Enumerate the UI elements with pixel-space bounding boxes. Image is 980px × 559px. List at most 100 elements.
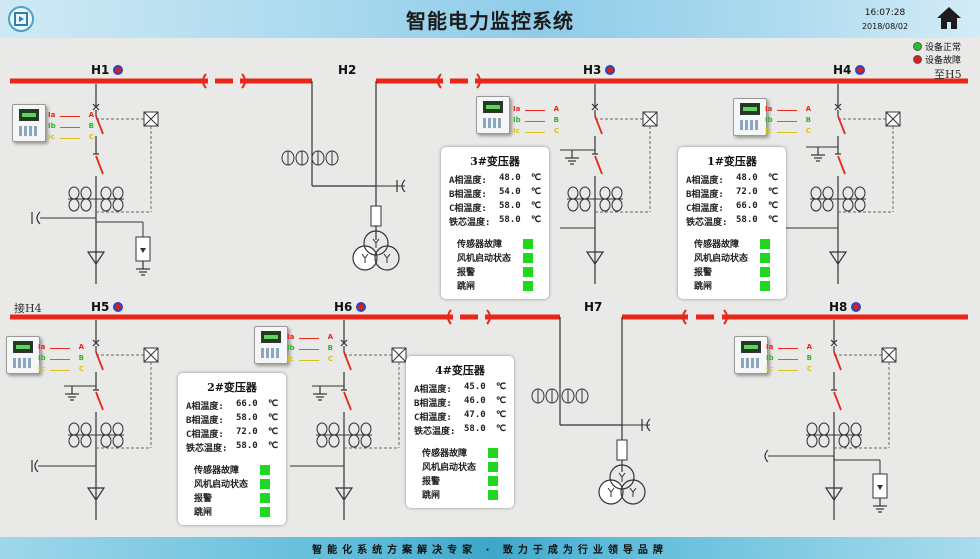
bus-h8-label: H8	[829, 300, 848, 314]
temp-row-b: B相温度:46.0℃	[414, 396, 507, 409]
clock-time: 16:07:28	[864, 8, 906, 18]
status-indicator-icon	[760, 281, 770, 291]
status-dot-fault-icon	[913, 55, 922, 64]
temp-row-core: 铁芯温度:58.0℃	[686, 215, 779, 228]
status-fan: 风机启动状态	[441, 251, 549, 265]
bus-h5[interactable]: H5	[91, 300, 124, 314]
power-meter-h6[interactable]	[254, 326, 288, 364]
temp-row-core: 铁芯温度:58.0℃	[414, 424, 507, 437]
bus-h8[interactable]: H8	[829, 300, 862, 314]
logo-icon	[8, 6, 34, 32]
status-indicator-icon	[523, 267, 533, 277]
status-sensor-fault: 传感器故障	[678, 237, 786, 251]
status-trip: 跳闸	[678, 279, 786, 293]
power-meter-h1[interactable]	[12, 104, 46, 142]
temp-row-c: C相温度:47.0℃	[414, 410, 507, 423]
bus-h5-status-icon	[113, 302, 124, 312]
transformer-panel-1[interactable]: 1#变压器 A相温度:48.0℃ B相温度:72.0℃ C相温度:66.0℃ 铁…	[678, 147, 786, 299]
power-meter-h3[interactable]	[476, 96, 510, 134]
status-alarm: 报警	[406, 474, 514, 488]
panel-title: 1#变压器	[707, 155, 757, 168]
status-alarm: 报警	[441, 265, 549, 279]
bus-h6-status-icon	[356, 302, 367, 312]
bus-h8-status-icon	[851, 302, 862, 312]
status-alarm: 报警	[678, 265, 786, 279]
temp-row-c: C相温度:72.0℃	[186, 427, 279, 440]
status-dot-normal-icon	[913, 42, 922, 51]
bus-h1-status-icon	[113, 65, 124, 75]
header-bar: 智能电力监控系统 16:07:28 2018/08/02	[0, 0, 980, 38]
status-trip: 跳闸	[406, 488, 514, 502]
status-indicator-icon	[260, 493, 270, 503]
label-from-h4: 接H4	[14, 302, 42, 315]
status-indicator-icon	[260, 507, 270, 517]
temp-row-core: 铁芯温度:58.0℃	[186, 441, 279, 454]
status-trip: 跳闸	[441, 279, 549, 293]
status-alarm: 报警	[178, 491, 286, 505]
page-title: 智能电力监控系统	[406, 9, 574, 33]
bus-h7-label: H7	[584, 300, 603, 314]
bus-h2-label: H2	[338, 63, 357, 77]
home-icon[interactable]	[934, 4, 964, 32]
transformer-panel-3[interactable]: 3#变压器 A相温度:48.0℃ B相温度:54.0℃ C相温度:58.0℃ 铁…	[441, 147, 549, 299]
bus-upper	[10, 73, 968, 89]
status-indicator-icon	[260, 479, 270, 489]
power-meter-h5[interactable]	[6, 336, 40, 374]
bus-h5-label: H5	[91, 300, 110, 314]
legend-normal-label: 设备正常	[925, 43, 962, 53]
status-indicator-icon	[523, 239, 533, 249]
status-indicator-icon	[760, 267, 770, 277]
temp-row-core: 铁芯温度:58.0℃	[449, 215, 542, 228]
single-line-diagram	[10, 73, 968, 521]
status-indicator-icon	[523, 253, 533, 263]
bus-h4[interactable]: H4	[833, 63, 866, 77]
temp-row-a: A相温度:48.0℃	[449, 173, 542, 186]
legend-fault-label: 设备故障	[925, 56, 962, 66]
temp-row-b: B相温度:72.0℃	[686, 187, 779, 200]
status-indicator-icon	[260, 465, 270, 475]
status-fan: 风机启动状态	[678, 251, 786, 265]
bus-h1[interactable]: H1	[91, 63, 124, 77]
clock-date: 2018/08/02	[861, 22, 909, 31]
bus-h7[interactable]: H7	[584, 300, 602, 314]
temp-row-c: C相温度:58.0℃	[449, 201, 542, 214]
status-indicator-icon	[488, 448, 498, 458]
status-sensor-fault: 传感器故障	[406, 446, 514, 460]
transformer-panel-2[interactable]: 2#变压器 A相温度:66.0℃ B相温度:58.0℃ C相温度:72.0℃ 铁…	[178, 373, 286, 525]
temp-row-b: B相温度:54.0℃	[449, 187, 542, 200]
bus-lower	[10, 309, 968, 325]
temp-row-a: A相温度:66.0℃	[186, 399, 279, 412]
footer-bar: 智能化系统方案解决专家 · 致力于成为行业领导品牌	[0, 537, 980, 559]
transformer-panel-4[interactable]: 4#变压器 A相温度:45.0℃ B相温度:46.0℃ C相温度:47.0℃ 铁…	[406, 356, 514, 508]
bus-h3[interactable]: H3	[583, 63, 616, 77]
status-sensor-fault: 传感器故障	[441, 237, 549, 251]
label-to-h5: 至H5	[934, 68, 962, 81]
footer-slogan: 智能化系统方案解决专家 · 致力于成为行业领导品牌	[312, 545, 668, 556]
power-meter-h4[interactable]	[733, 98, 767, 136]
panel-title: 3#变压器	[470, 155, 520, 168]
status-fan: 风机启动状态	[178, 477, 286, 491]
power-meter-h8[interactable]	[734, 336, 768, 374]
bus-h3-label: H3	[583, 63, 602, 77]
status-trip: 跳闸	[178, 505, 286, 519]
status-indicator-icon	[488, 476, 498, 486]
bus-h6[interactable]: H6	[334, 300, 367, 314]
bus-h3-status-icon	[605, 65, 616, 75]
status-indicator-icon	[760, 239, 770, 249]
status-sensor-fault: 传感器故障	[178, 463, 286, 477]
status-indicator-icon	[488, 490, 498, 500]
status-indicator-icon	[760, 253, 770, 263]
panel-title: 4#变压器	[435, 364, 485, 377]
status-indicator-icon	[488, 462, 498, 472]
temp-row-b: B相温度:58.0℃	[186, 413, 279, 426]
bus-h4-label: H4	[833, 63, 852, 77]
bus-h2[interactable]: H2	[338, 63, 356, 77]
temp-row-a: A相温度:45.0℃	[414, 382, 507, 395]
bus-h6-label: H6	[334, 300, 353, 314]
bus-h1-label: H1	[91, 63, 110, 77]
